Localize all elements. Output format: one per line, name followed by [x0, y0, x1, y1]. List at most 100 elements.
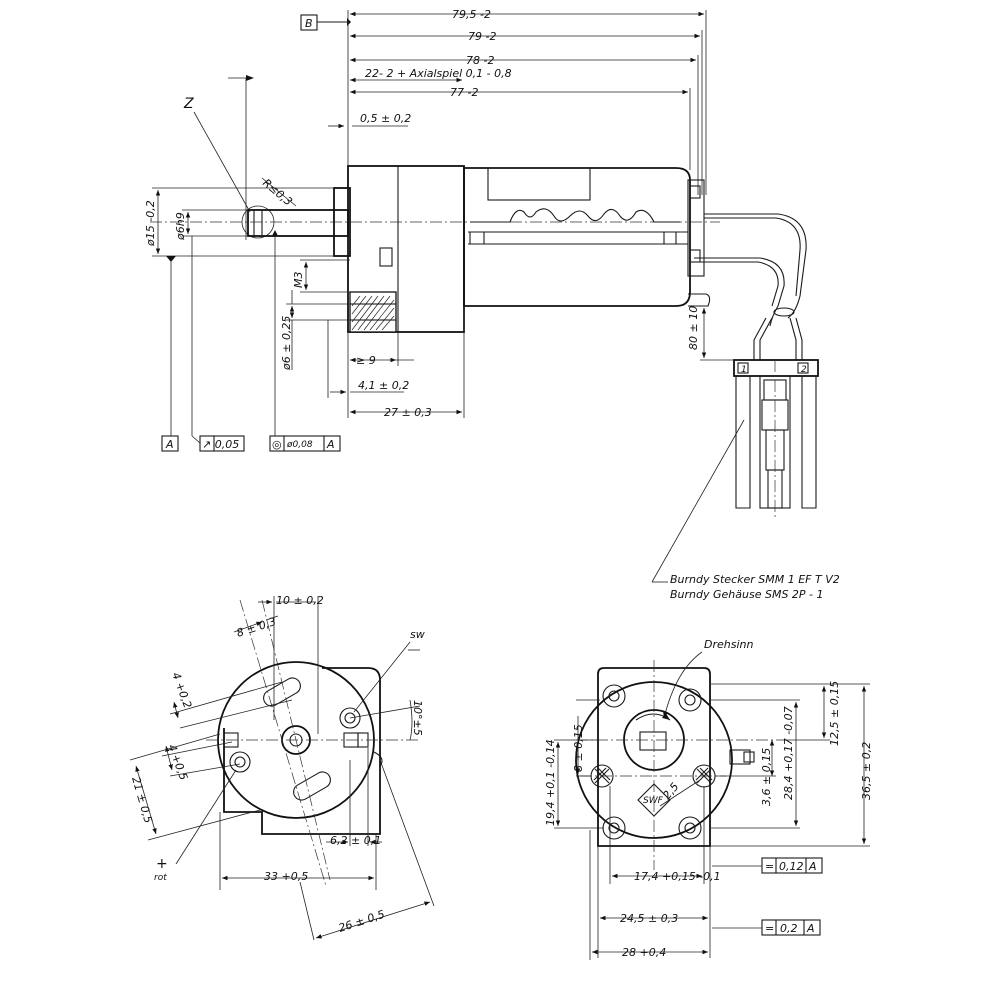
dim-26: 26 ± 0,5 — [315, 901, 431, 939]
dim-80: 80 ± 10 — [687, 306, 740, 361]
dim-77: 77 -2 — [350, 86, 688, 99]
thread-hatching — [351, 295, 395, 331]
svg-text:8 ± 0,15: 8 ± 0,15 — [572, 724, 585, 772]
svg-text:ø6 ± 0,25: ø6 ± 0,25 — [280, 316, 293, 371]
dim-21: 21 ± 0,5 — [129, 765, 157, 835]
dim-dia6: ø6h9 — [174, 212, 191, 241]
svg-text:A: A — [808, 860, 817, 873]
svg-text:A: A — [806, 922, 815, 935]
screw-tl — [602, 684, 626, 708]
connector-note-line1: Burndy Stecker SMM 1 EF T V2 — [670, 573, 840, 586]
dim-12-5: 12,5 ± 0,15 — [821, 681, 841, 746]
dim-78: 78 -2 — [350, 54, 696, 67]
connector: 1 2 — [733, 359, 819, 520]
dim-4-1: 4,1 ± 0,2 — [330, 379, 409, 395]
svg-text:4 +0,2: 4 +0,2 — [169, 671, 194, 710]
dim-3-6: 3,6 ± 0,15 — [760, 740, 775, 806]
dim-24-5: 24,5 ± 0,3 — [600, 912, 708, 925]
svg-text:26 ± 0,5: 26 ± 0,5 — [337, 908, 386, 935]
svg-text:ø15 -0,2: ø15 -0,2 — [144, 200, 157, 247]
runout-frame: ↗ 0,05 — [199, 435, 245, 452]
connector-note-line2: Burndy Gehäuse SMS 2P - 1 — [670, 588, 824, 601]
svg-text:1: 1 — [741, 365, 747, 375]
flatness-frame: = 0,2 A — [761, 919, 821, 936]
datum-b-label: B — [305, 17, 313, 30]
label-rot: rot — [154, 873, 167, 883]
dim-angle: 10°±5 — [409, 699, 424, 741]
dim-28: 28 +0,4 — [592, 946, 708, 959]
screw-tr — [678, 688, 702, 712]
svg-text:M3: M3 — [292, 272, 305, 289]
svg-text:0,12: 0,12 — [779, 860, 804, 873]
svg-text:36,5 ± 0,2: 36,5 ± 0,2 — [860, 742, 873, 800]
svg-text:79,5 -2: 79,5 -2 — [452, 8, 491, 21]
svg-text:77 -2: 77 -2 — [450, 86, 478, 99]
svg-text:12,5 ± 0,15: 12,5 ± 0,15 — [828, 681, 841, 746]
front-view-left: 10 ± 0,2 8 ± 0,3 sw 4 +0,2 10°±5 4 +0 — [129, 594, 435, 941]
svg-text:↗ 0,05: ↗ 0,05 — [202, 438, 239, 451]
dim-79-5: 79,5 -2 — [350, 8, 704, 21]
dim-79: 79 -2 — [350, 30, 700, 43]
dim-36-5: 36,5 ± 0,2 — [860, 686, 873, 844]
svg-text:78 -2: 78 -2 — [466, 54, 494, 67]
motor-body — [150, 165, 720, 333]
svg-text:0,2: 0,2 — [780, 922, 798, 935]
slot-upper — [263, 677, 301, 707]
datum-a-box — [161, 435, 179, 452]
slot-lower — [293, 771, 331, 801]
svg-text:10 ± 0,2: 10 ± 0,2 — [276, 594, 324, 607]
svg-text:SWF: SWF — [643, 796, 664, 806]
svg-text:80 ± 10: 80 ± 10 — [687, 306, 700, 350]
rear-view-right: SWF Drehsinn 12,5 ± 0,15 36,5 ± 0,2 2 — [544, 638, 873, 960]
dim-22-axialspiel: 22- 2 + Axialspiel 0,1 - 0,8 — [350, 67, 512, 83]
svg-text:24,5 ± 0,3: 24,5 ± 0,3 — [620, 912, 678, 925]
dim-6-2: 6,2 ± 0,1 — [326, 834, 382, 847]
dim-8-rear: 8 ± 0,15 — [572, 716, 585, 774]
svg-text:27 ± 0,3: 27 ± 0,3 — [384, 406, 432, 419]
svg-text:A: A — [326, 438, 335, 451]
dim-ge9: ≥ 9 — [350, 354, 414, 367]
svg-text:=: = — [765, 922, 774, 935]
svg-text:79 -2: 79 -2 — [468, 30, 496, 43]
label-drehsinn: Drehsinn — [704, 638, 753, 651]
dim-27: 27 ± 0,3 — [350, 406, 462, 419]
svg-text:3,6 ± 0,15: 3,6 ± 0,15 — [760, 748, 773, 806]
dim-17-4: 17,4 +0,15 -0,1 — [612, 870, 721, 883]
terminal-rot — [229, 751, 251, 773]
dim-33: 33 +0,5 — [222, 870, 374, 883]
svg-text:=: = — [765, 860, 774, 873]
svg-text:6,2 ± 0,1: 6,2 ± 0,1 — [330, 834, 381, 847]
screw-br — [678, 816, 702, 840]
dim-m3: M3 — [292, 262, 309, 290]
top-view: B 79,5 -2 79 -2 78 -2 22- 2 + Axialspiel… — [144, 8, 840, 601]
svg-text:≥ 9: ≥ 9 — [356, 354, 376, 367]
svg-text:10°±5: 10°±5 — [411, 700, 424, 736]
label-plus: + — [156, 856, 168, 872]
svg-text:19,4 +0,1 -0,14: 19,4 +0,1 -0,14 — [544, 739, 557, 826]
svg-text:ø0,08: ø0,08 — [286, 440, 313, 450]
svg-text:4,1 ± 0,2: 4,1 ± 0,2 — [358, 379, 409, 392]
terminal-sw — [339, 707, 361, 729]
dim-19-4: 19,4 +0,1 -0,14 — [544, 739, 561, 826]
svg-text:◎: ◎ — [272, 438, 282, 451]
detail-z-label: Z — [183, 96, 194, 112]
dim-0-5: 0,5 ± 0,2 — [328, 112, 411, 129]
svg-text:28,4 +0,17 -0,07: 28,4 +0,17 -0,07 — [782, 706, 795, 800]
svg-text:21 ± 0,5: 21 ± 0,5 — [129, 775, 155, 824]
concentricity-frame: ◎ ø0,08 A — [269, 435, 341, 452]
svg-text:2: 2 — [801, 365, 807, 375]
svg-text:28 +0,4: 28 +0,4 — [622, 946, 666, 959]
label-sw: sw — [410, 628, 425, 641]
svg-text:0,5 ± 0,2: 0,5 ± 0,2 — [360, 112, 411, 125]
dim-8: 8 ± 0,3 — [233, 615, 279, 640]
connector-leader — [651, 419, 745, 583]
label-2-5: 2,5 — [660, 780, 681, 802]
svg-text:22- 2 + Axialspiel 0,1 - 0,8: 22- 2 + Axialspiel 0,1 - 0,8 — [365, 67, 512, 80]
svg-text:ø6h9: ø6h9 — [174, 212, 187, 241]
wire-harness — [694, 213, 807, 360]
svg-text:8 ± 0,3: 8 ± 0,3 — [235, 615, 278, 640]
dim-dia6-025: ø6 ± 0,25 — [280, 290, 295, 371]
svg-text:A: A — [165, 438, 174, 451]
dim-10: 10 ± 0,2 — [258, 594, 324, 607]
